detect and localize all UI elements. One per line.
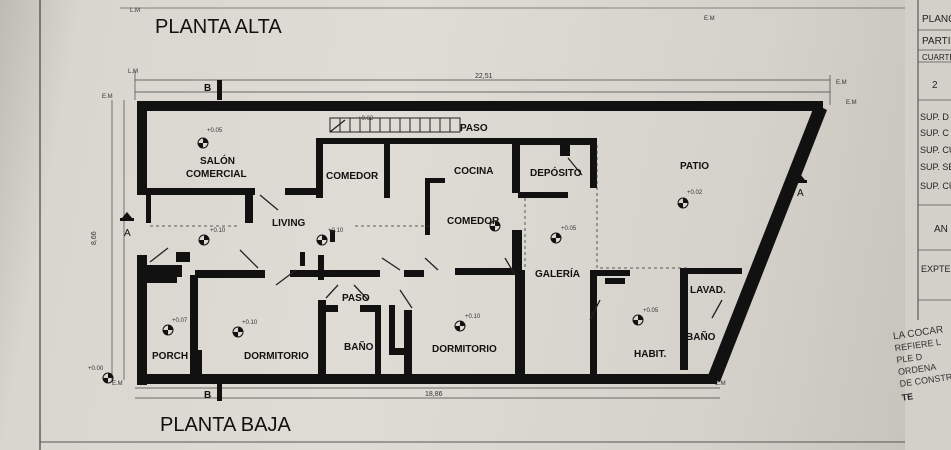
mark-em-left: E.M bbox=[102, 94, 113, 100]
level-porch: +0.07 bbox=[172, 318, 188, 324]
level-markers bbox=[102, 137, 689, 384]
walls bbox=[137, 101, 823, 385]
dim-overall-bottom: 18,86 bbox=[425, 391, 443, 398]
door-swings bbox=[149, 119, 723, 321]
section-label-b-top: B bbox=[204, 83, 211, 94]
interior-walls bbox=[137, 138, 742, 380]
title-planta-alta: PLANTA ALTA bbox=[155, 16, 282, 38]
level-dormitorio-2: +0.10 bbox=[465, 314, 481, 320]
level-dormitorio-1: +0.10 bbox=[242, 320, 258, 326]
room-label-deposito: DEPÓSITO bbox=[530, 166, 582, 179]
side-sup-1: SUP. D bbox=[920, 112, 949, 122]
mark-em-right-2: E.M bbox=[846, 100, 857, 106]
hidden-lines bbox=[150, 145, 690, 270]
stamp-line-3: PLE D bbox=[896, 352, 924, 366]
room-label-salon-1: SALÓN bbox=[200, 154, 235, 167]
mark-lm-top: L.M bbox=[128, 69, 138, 75]
side-sup-4: SUP. SE bbox=[920, 162, 951, 172]
room-label-bano-1: BAÑO bbox=[344, 340, 374, 353]
room-label-dormitorio-2: DORMITORIO bbox=[432, 344, 497, 355]
dim-left-height: 8,66 bbox=[91, 231, 98, 245]
mark-em-upper: E.M bbox=[704, 16, 715, 22]
level-habit: +0.05 bbox=[643, 308, 659, 314]
level-galeria: +0.05 bbox=[561, 226, 577, 232]
section-label-a-right: A bbox=[797, 188, 804, 199]
room-label-comedor-2: COMEDOR bbox=[447, 216, 500, 227]
dimension-lines bbox=[111, 70, 831, 399]
room-label-lavad: LAVAD. bbox=[690, 285, 726, 296]
side-sup-2: SUP. C bbox=[920, 128, 949, 138]
section-mark-b-bottom: B bbox=[204, 383, 222, 401]
room-label-porch: PORCH bbox=[152, 351, 188, 362]
section-mark-a-left: A bbox=[120, 212, 134, 239]
section-mark-b-top: B bbox=[204, 80, 222, 100]
section-mark-a-right: A bbox=[793, 174, 807, 199]
room-label-comedor-1: COMEDOR bbox=[326, 171, 379, 182]
level-living: +0.10 bbox=[210, 228, 226, 234]
room-label-patio: PATIO bbox=[680, 161, 709, 172]
room-label-galeria: GALERÍA bbox=[535, 267, 580, 280]
level-salon: +0.05 bbox=[207, 128, 223, 134]
room-label-paso-mid: PASO bbox=[342, 293, 370, 304]
stamp-line-6: TE bbox=[901, 391, 914, 403]
room-label-bano-2: BAÑO bbox=[686, 330, 716, 343]
dim-overall-top: 22,51 bbox=[475, 73, 493, 80]
side-partida: PARTID bbox=[922, 36, 951, 47]
room-label-habit: HABIT. bbox=[634, 349, 666, 360]
room-label-dormitorio-1: DORMITORIO bbox=[244, 351, 309, 362]
mark-em-bottom-right: E.M bbox=[715, 381, 726, 387]
room-label-salon-2: COMERCIAL bbox=[186, 169, 247, 180]
mark-lm-upper: L.M bbox=[130, 8, 140, 14]
title-planta-baja: PLANTA BAJA bbox=[160, 414, 291, 436]
side-panel bbox=[905, 0, 951, 450]
level-patio: +0.02 bbox=[687, 190, 703, 196]
wall-diagonal bbox=[707, 104, 827, 382]
section-label-a-left: A bbox=[124, 228, 131, 239]
room-label-cocina: COCINA bbox=[454, 166, 493, 177]
level-paso-top: +0.02 bbox=[358, 116, 374, 122]
section-label-b-bottom: B bbox=[204, 390, 211, 401]
mark-em-bottom-left: E.M bbox=[112, 381, 123, 387]
level-ground: +0.00 bbox=[88, 366, 104, 372]
side-sup-5: SUP. CU bbox=[920, 181, 951, 191]
level-comedor: +0.10 bbox=[328, 228, 344, 234]
side-expte: EXPTE. 2 bbox=[921, 264, 951, 274]
room-label-paso-top: PASO bbox=[460, 123, 488, 134]
side-an: AN bbox=[934, 224, 948, 235]
side-cuartel: CUARTE bbox=[922, 53, 951, 62]
staircase bbox=[329, 117, 461, 133]
room-label-living: LIVING bbox=[272, 218, 306, 229]
side-plano: PLANO bbox=[922, 14, 951, 25]
mark-em-right: E.M bbox=[836, 80, 847, 86]
side-sup-3: SUP. CU bbox=[920, 145, 951, 155]
side-cuartel-value: 2 bbox=[932, 80, 938, 91]
